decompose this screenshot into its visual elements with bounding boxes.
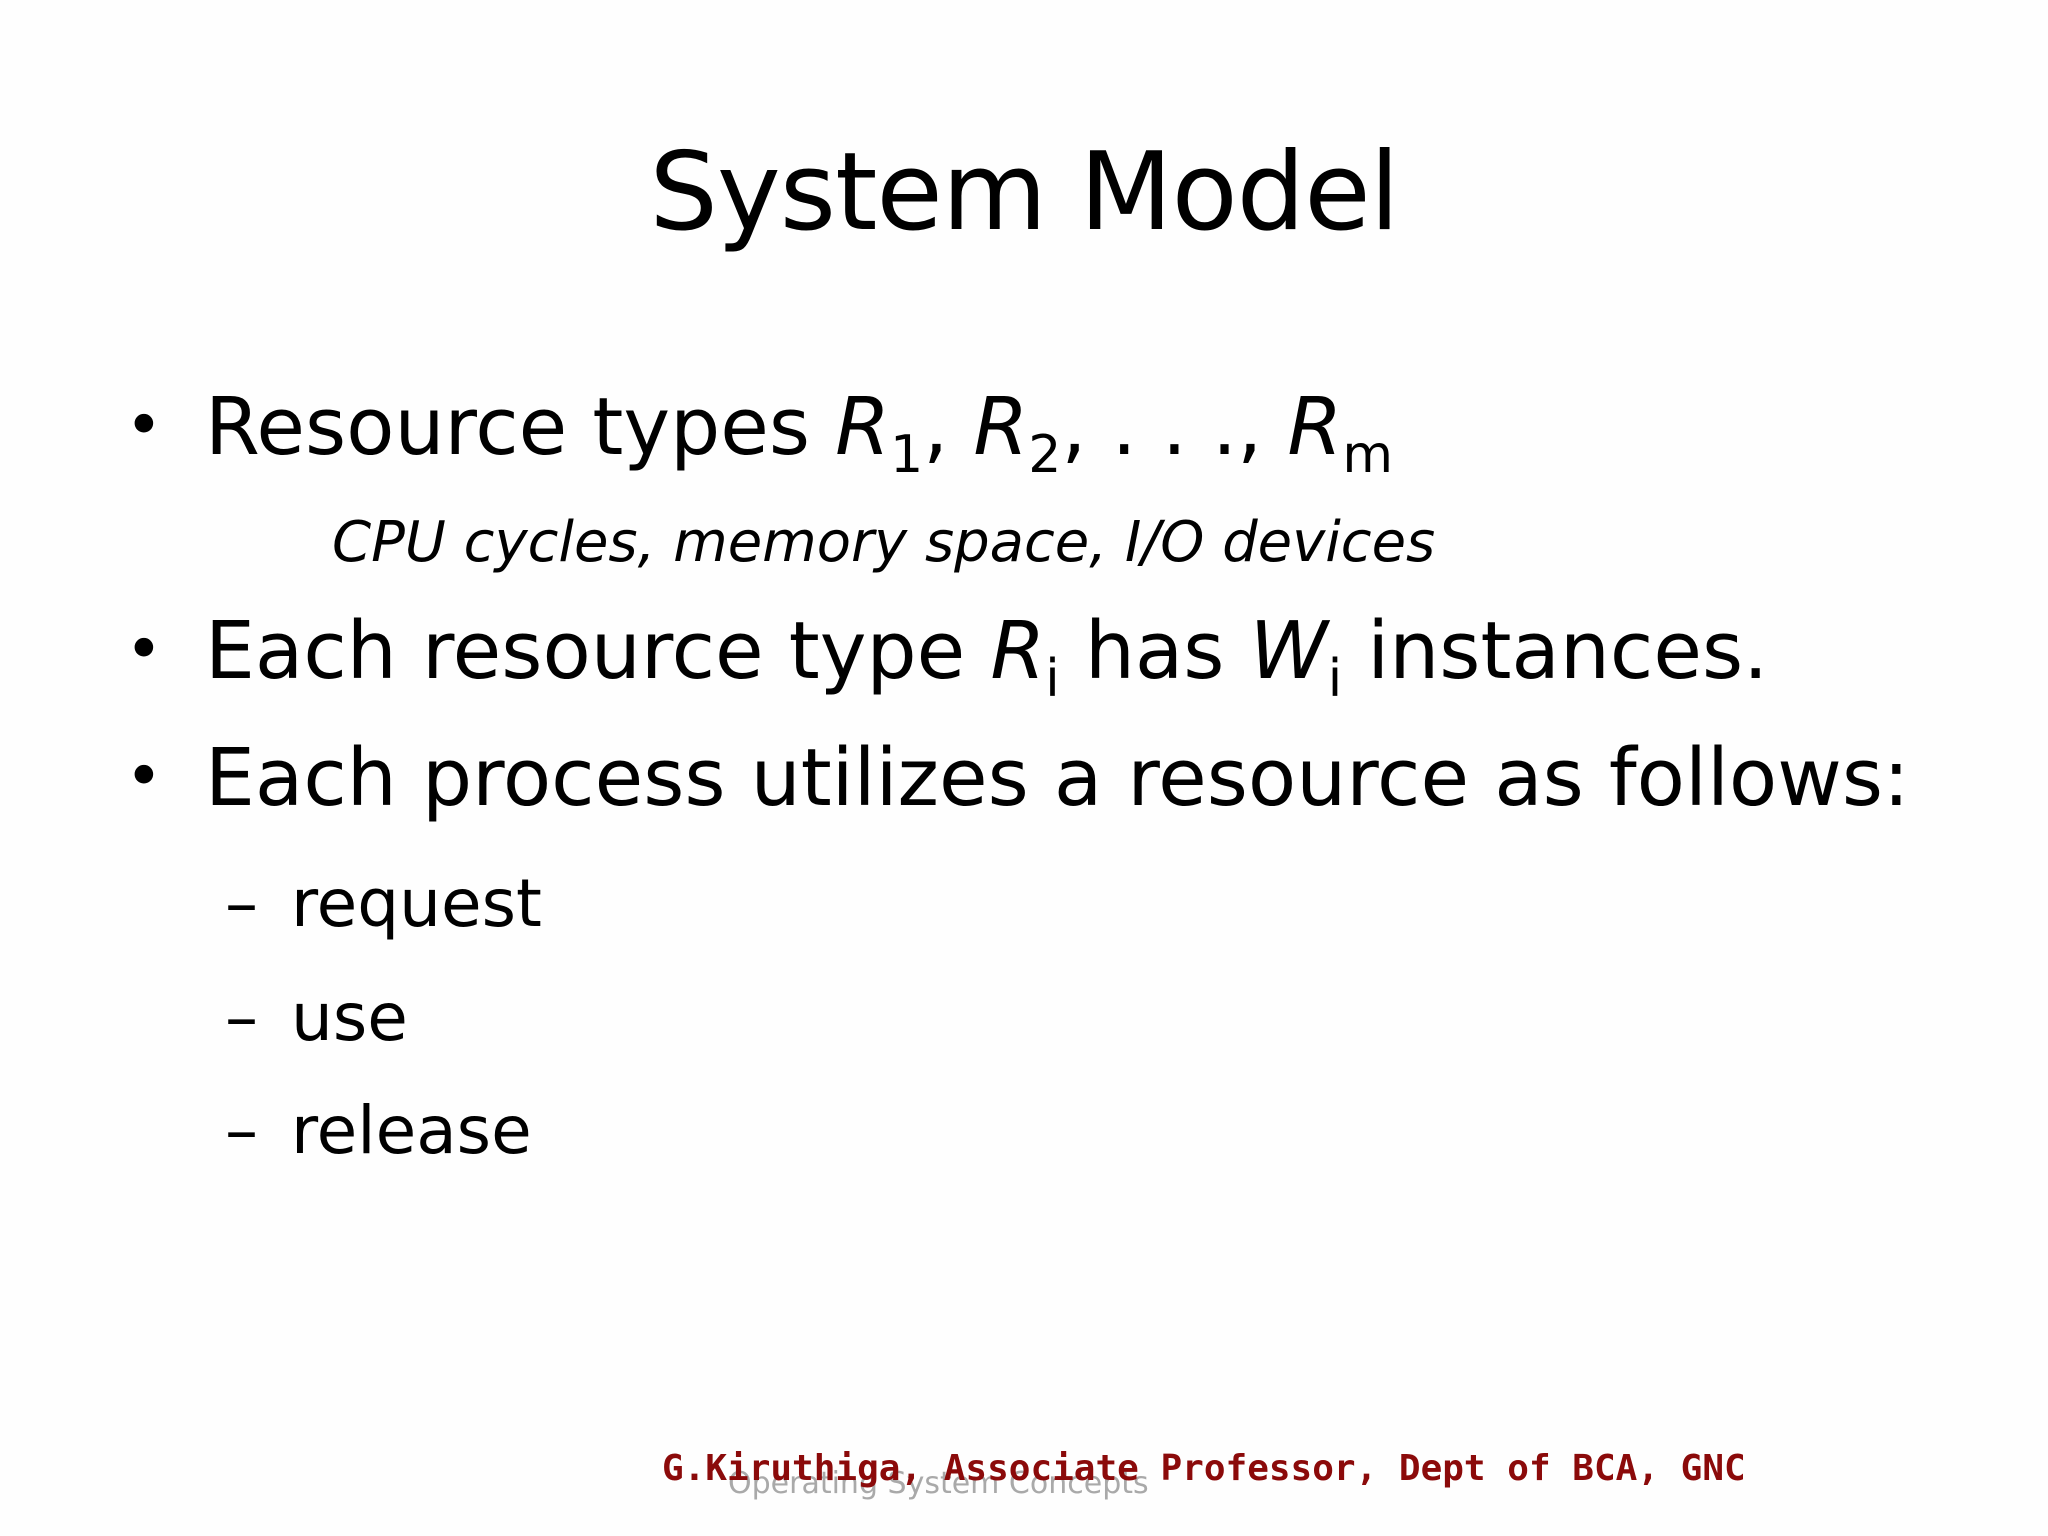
bullet-text-suffix: instances. — [1342, 605, 1769, 697]
dash-marker: – — [225, 865, 258, 942]
separator: , — [923, 381, 974, 473]
bullet-instances: • Each resource type Ri has Wi instances. — [125, 606, 1768, 710]
bullet-resource-types: •Resource types R1, R2, . . ., Rm — [125, 382, 1393, 486]
subscript: 2 — [1028, 425, 1062, 485]
instance-symbol: W — [1249, 605, 1328, 697]
resource-symbol: R — [1287, 381, 1343, 473]
bullet-process-utilization: • Each process utilizes a resource as fol… — [125, 733, 1910, 824]
step-label: use — [291, 979, 408, 1056]
bullet-text-prefix: Each resource type — [205, 605, 991, 697]
bullet-text: Each process utilizes a resource as foll… — [205, 732, 1910, 824]
step-use: –use — [225, 980, 408, 1056]
slide-title: System Model — [649, 130, 1399, 255]
resource-symbol: R — [835, 381, 891, 473]
footer-watermark: Operating System Concepts — [728, 1466, 1149, 1501]
subscript: i — [1327, 649, 1343, 709]
subscript: m — [1342, 425, 1393, 485]
bullet-marker: • — [125, 739, 163, 814]
footer-credit: G.Kiruthiga, Associate Professor, Dept o… — [662, 1448, 1746, 1489]
resource-symbol: R — [973, 381, 1029, 473]
step-label: request — [291, 865, 542, 942]
subscript: 1 — [890, 425, 924, 485]
resource-symbol: R — [990, 605, 1046, 697]
bullet-text-prefix: Resource types — [205, 381, 836, 473]
dash-marker: – — [225, 1092, 258, 1169]
step-release: –release — [225, 1093, 532, 1169]
step-label: release — [291, 1092, 532, 1169]
bullet-marker: • — [125, 612, 163, 687]
bullet-text-middle: has — [1059, 605, 1250, 697]
resource-examples-note: CPU cycles, memory space, I/O devices — [332, 510, 1436, 575]
step-request: –request — [225, 866, 542, 942]
separator: , . . ., — [1061, 381, 1288, 473]
subscript: i — [1045, 649, 1060, 709]
dash-marker: – — [225, 979, 258, 1056]
bullet-marker: • — [125, 388, 163, 463]
